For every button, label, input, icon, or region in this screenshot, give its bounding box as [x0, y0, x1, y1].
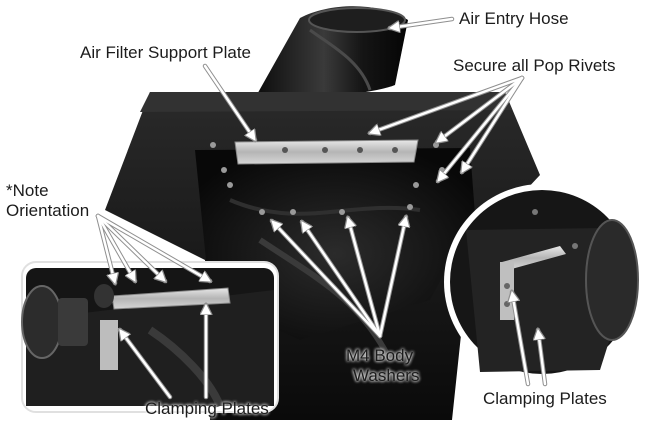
label-m4-line2: Washers [353, 366, 420, 385]
left-inset-photo [21, 261, 279, 413]
label-air-entry-hose: Air Entry Hose [459, 9, 569, 28]
support-plate [234, 139, 419, 165]
label-note-line2: Orientation [6, 201, 90, 220]
label-secure-pop-rivets: Secure all Pop Rivets [453, 56, 616, 75]
label-note-line1: *Note [6, 181, 49, 200]
label-air-filter-support-plate: Air Filter Support Plate [80, 43, 252, 62]
air-entry-hose [255, 6, 408, 99]
label-m4-line1: M4 Body [346, 346, 414, 365]
label-clamping-plates-left: Clamping Plates [145, 399, 269, 418]
label-clamping-plates-right: Clamping Plates [483, 389, 607, 408]
right-inset-photo [444, 184, 640, 380]
